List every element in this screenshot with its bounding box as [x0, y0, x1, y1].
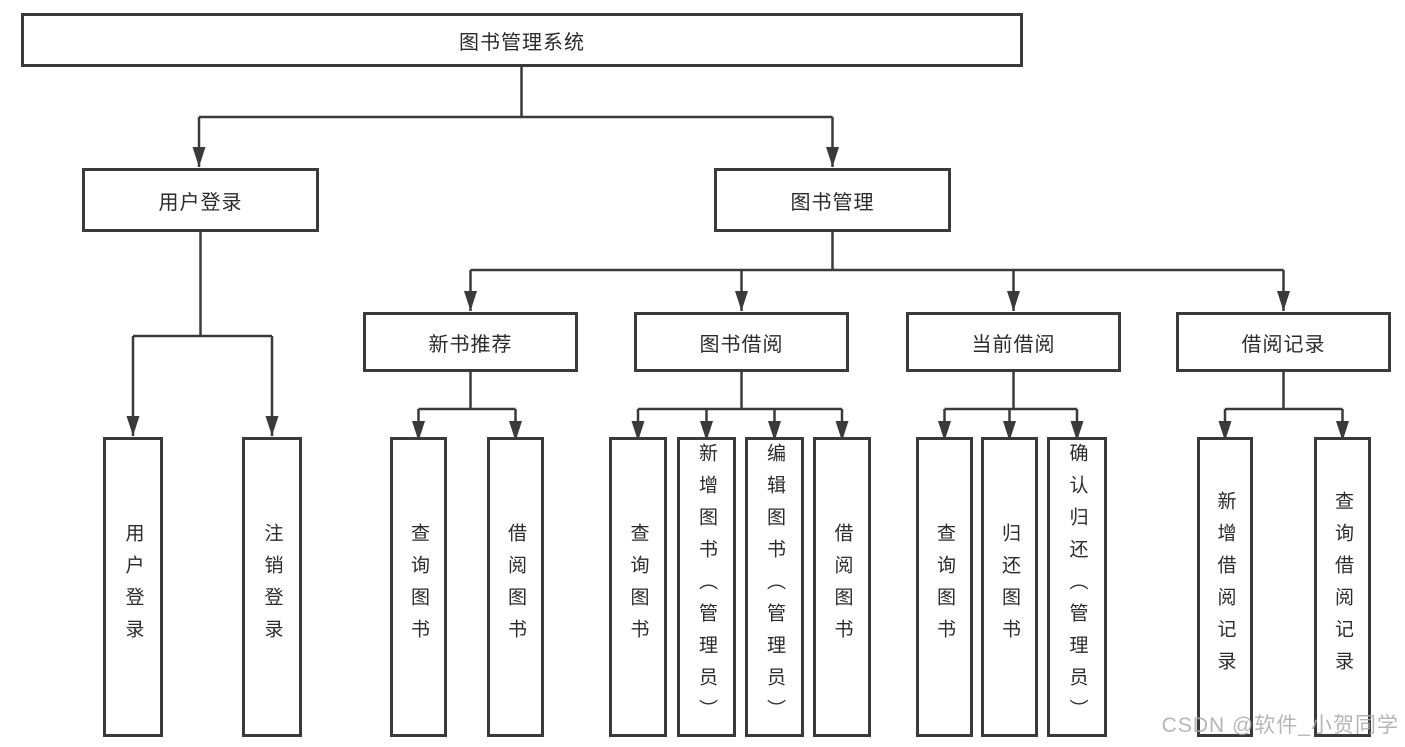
node-book-management-branch: 图书管理: [714, 168, 951, 232]
leaf-label: 查询图书: [627, 523, 649, 651]
leaf-confirm-return-admin: 确认归还（管理员）: [1047, 437, 1107, 737]
leaf-query-books-current: 查询图书: [916, 437, 973, 737]
leaf-label: 新增图书（管理员）: [696, 443, 717, 731]
leaf-add-books-admin: 新增图书（管理员）: [677, 437, 736, 737]
leaf-label: 编辑图书（管理员）: [764, 443, 785, 731]
node-user-login-branch: 用户登录: [82, 168, 319, 232]
csdn-watermark: CSDN @软件_小贺同学: [1161, 714, 1399, 737]
leaf-borrow-books-recommend: 借阅图书: [487, 437, 544, 737]
node-borrowing-records: 借阅记录: [1176, 312, 1391, 372]
leaf-user-login: 用户登录: [103, 437, 163, 737]
leaf-query-books-recommend: 查询图书: [390, 437, 447, 737]
leaf-query-borrow-record: 查询借阅记录: [1314, 437, 1371, 737]
node-label: 图书管理系统: [459, 31, 585, 54]
leaf-label: 归还图书: [999, 523, 1020, 651]
node-label: 用户登录: [158, 191, 243, 214]
leaf-label: 查询图书: [408, 523, 429, 651]
node-library-management-system: 图书管理系统: [21, 13, 1023, 67]
leaf-edit-books-admin: 编辑图书（管理员）: [745, 437, 804, 737]
leaf-logout: 注销登录: [242, 437, 302, 737]
leaf-borrow-books-borrowing: 借阅图书: [813, 437, 871, 737]
node-label: 图书借阅: [699, 333, 784, 356]
leaf-label: 查询借阅记录: [1332, 491, 1353, 683]
leaf-label: 确认归还（管理员）: [1066, 443, 1088, 731]
node-current-borrowing: 当前借阅: [906, 312, 1121, 372]
node-label: 图书管理: [790, 191, 875, 214]
leaf-label: 借阅图书: [505, 523, 526, 651]
node-label: 当前借阅: [971, 333, 1056, 356]
node-book-borrowing: 图书借阅: [634, 312, 849, 372]
leaf-label: 用户登录: [122, 523, 144, 651]
leaf-label: 借阅图书: [831, 523, 853, 651]
leaf-label: 注销登录: [261, 523, 283, 651]
leaf-query-books-borrowing: 查询图书: [609, 437, 667, 737]
leaf-label: 新增借阅记录: [1214, 491, 1236, 683]
leaf-add-borrow-record: 新增借阅记录: [1197, 437, 1253, 737]
leaf-return-books: 归还图书: [981, 437, 1038, 737]
node-label: 借阅记录: [1241, 333, 1326, 356]
node-label: 新书推荐: [428, 333, 513, 356]
node-new-book-recommend: 新书推荐: [363, 312, 578, 372]
leaf-label: 查询图书: [934, 523, 955, 651]
